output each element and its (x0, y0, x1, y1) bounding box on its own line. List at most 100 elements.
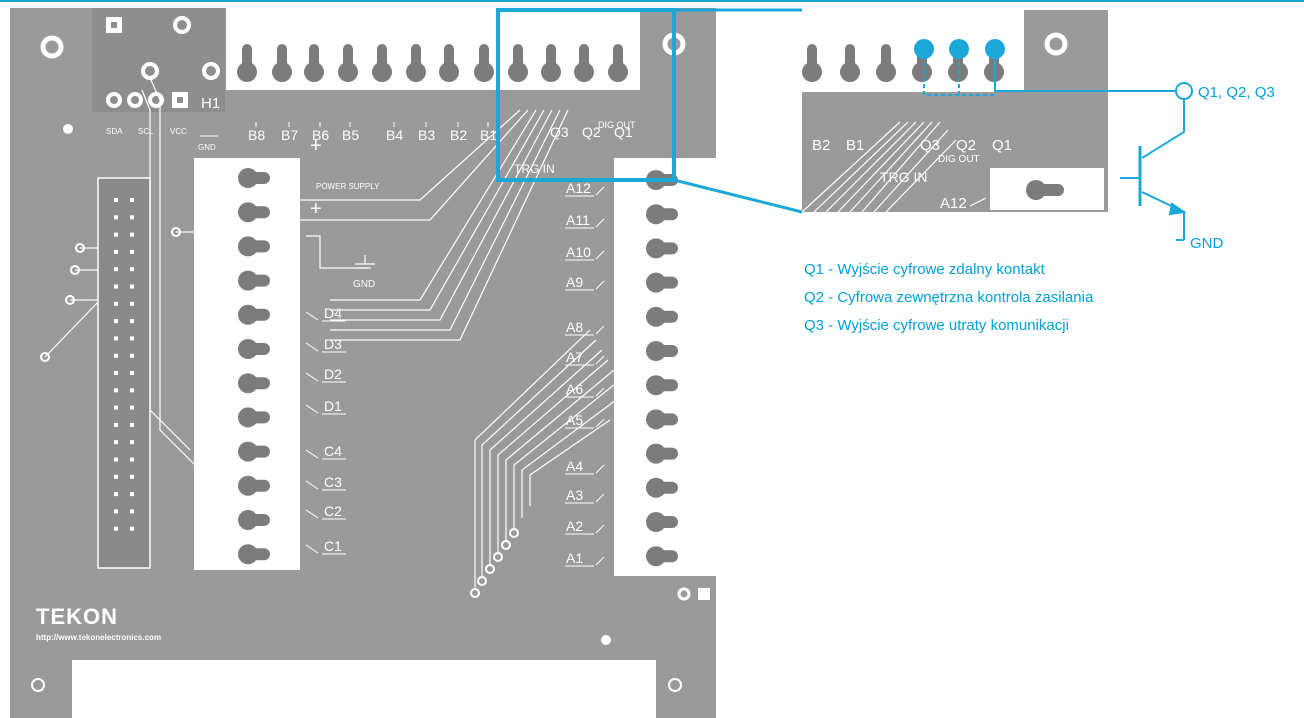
left-terminal-label: C1 (324, 538, 342, 554)
right-terminal-label: A10 (566, 244, 591, 260)
top-accent-line (0, 0, 1304, 2)
right-terminal-label: A4 (566, 458, 583, 474)
board-url: http://www.tekonelectronics.com (36, 633, 161, 642)
zoom-traces (801, 121, 957, 213)
top-terminal-label: B6 (312, 127, 329, 143)
right-terminal-label: A3 (566, 487, 583, 503)
terminal-pin (304, 44, 324, 82)
terminal-pin (372, 44, 392, 82)
terminal-pin (272, 44, 292, 82)
left-terminal-label: D3 (324, 336, 342, 352)
top-terminal-block (226, 8, 640, 90)
top-terminal-label: B4 (386, 127, 403, 143)
terminal-pin (338, 44, 358, 82)
terminal-pin (646, 477, 678, 498)
board-cutout (72, 660, 656, 718)
mount-hole (31, 678, 45, 692)
right-terminal-label: A7 (566, 349, 583, 365)
right-terminal-label: A8 (566, 319, 583, 335)
top-terminal-pins (237, 44, 628, 82)
terminal-pin (508, 44, 528, 82)
mount-hole (1044, 32, 1068, 56)
power-supply-label: POWER SUPPLY (316, 182, 380, 191)
left-terminal-label: D1 (324, 398, 342, 414)
gnd-label: GND (1190, 235, 1224, 252)
h1-pin-row (106, 92, 188, 108)
i2c-label: GND (198, 143, 216, 152)
left-terminal-block (194, 158, 300, 570)
tekon-logo: TEKON (36, 604, 118, 629)
power-gnd-label: GND (353, 279, 375, 290)
transistor-schematic (1120, 82, 1193, 241)
output-wires (923, 49, 1176, 96)
terminal-pin (406, 44, 426, 82)
legend-item-q3: Q3 - Wyjście cyfrowe utraty komunikacji (804, 317, 1069, 334)
zoom-terminal-label: B2 (812, 137, 830, 154)
left-terminal-label: D4 (324, 305, 342, 321)
terminal-pin (802, 44, 822, 82)
header-label: H1 (201, 95, 220, 112)
gnd-symbol (355, 255, 375, 269)
zoom-dig-out-pin-label: Q3 (920, 137, 940, 154)
terminal-pin (574, 44, 594, 82)
terminal-pin (474, 44, 494, 82)
mount-hole (668, 678, 682, 692)
top-terminal-label: B8 (248, 127, 265, 143)
mount-hole (40, 35, 64, 59)
zoom-dig-out-pin-label: Q2 (956, 137, 976, 154)
zoom-a-pin (1026, 180, 1064, 200)
trg-in-label: TRG IN (514, 162, 555, 176)
i2c-label: SCL (138, 127, 154, 136)
terminal-pin (646, 512, 678, 532)
right-terminal-label: A11 (566, 212, 590, 228)
terminal-pin (646, 341, 678, 361)
top-terminal-label: B5 (342, 127, 359, 143)
left-terminal-pins (238, 168, 270, 565)
dig-out-label: DIG OUT (598, 120, 636, 130)
terminal-pin (646, 443, 678, 464)
zoom-trg-in-label: TRG IN (880, 169, 927, 185)
dig-out-pin-label: Q1 (614, 124, 633, 140)
collector-wire (1141, 99, 1185, 159)
terminal-pin (238, 168, 270, 188)
fiducial-dot (601, 635, 611, 645)
terminal-pin (840, 44, 860, 82)
legend-item-q2: Q2 - Cyfrowa zewnętrzna kontrola zasilan… (804, 289, 1094, 306)
legend-item-q1: Q1 - Wyjście cyfrowe zdalny kontakt (804, 261, 1046, 278)
terminal-pin (238, 441, 270, 462)
terminal-pin (646, 204, 678, 225)
fiducial-dot (63, 124, 73, 134)
left-terminal-label: D2 (324, 366, 342, 382)
highlight-box (496, 8, 676, 182)
top-terminal-label: B3 (418, 127, 435, 143)
terminal-pin (646, 546, 678, 567)
emitter-wire (1141, 191, 1185, 240)
right-terminal-label: A9 (566, 274, 583, 290)
terminal-pin (646, 306, 678, 327)
terminal-pin (238, 202, 270, 223)
right-terminal-label: A6 (566, 381, 583, 397)
right-terminal-label: A1 (566, 550, 583, 566)
header-pad (173, 16, 191, 34)
left-terminal-label: C2 (324, 503, 342, 519)
terminal-pin (238, 544, 270, 565)
top-terminal-label: B2 (450, 127, 467, 143)
terminal-pin (439, 44, 459, 82)
ribbon-connector (97, 177, 151, 569)
terminal-pin (237, 44, 257, 82)
ribbon-connector-pins (114, 198, 134, 531)
header-pad (202, 62, 220, 80)
left-terminal-label: C3 (324, 474, 342, 490)
dig-out-pin-label: Q2 (582, 124, 601, 140)
terminal-pin (646, 238, 678, 259)
terminal-pin (876, 44, 896, 82)
i2c-label: SDA (106, 127, 123, 136)
terminal-pin (238, 339, 270, 359)
right-terminal-label: A12 (566, 180, 591, 196)
plus-symbol: + (310, 135, 322, 157)
right-terminal-label: A5 (566, 412, 583, 428)
